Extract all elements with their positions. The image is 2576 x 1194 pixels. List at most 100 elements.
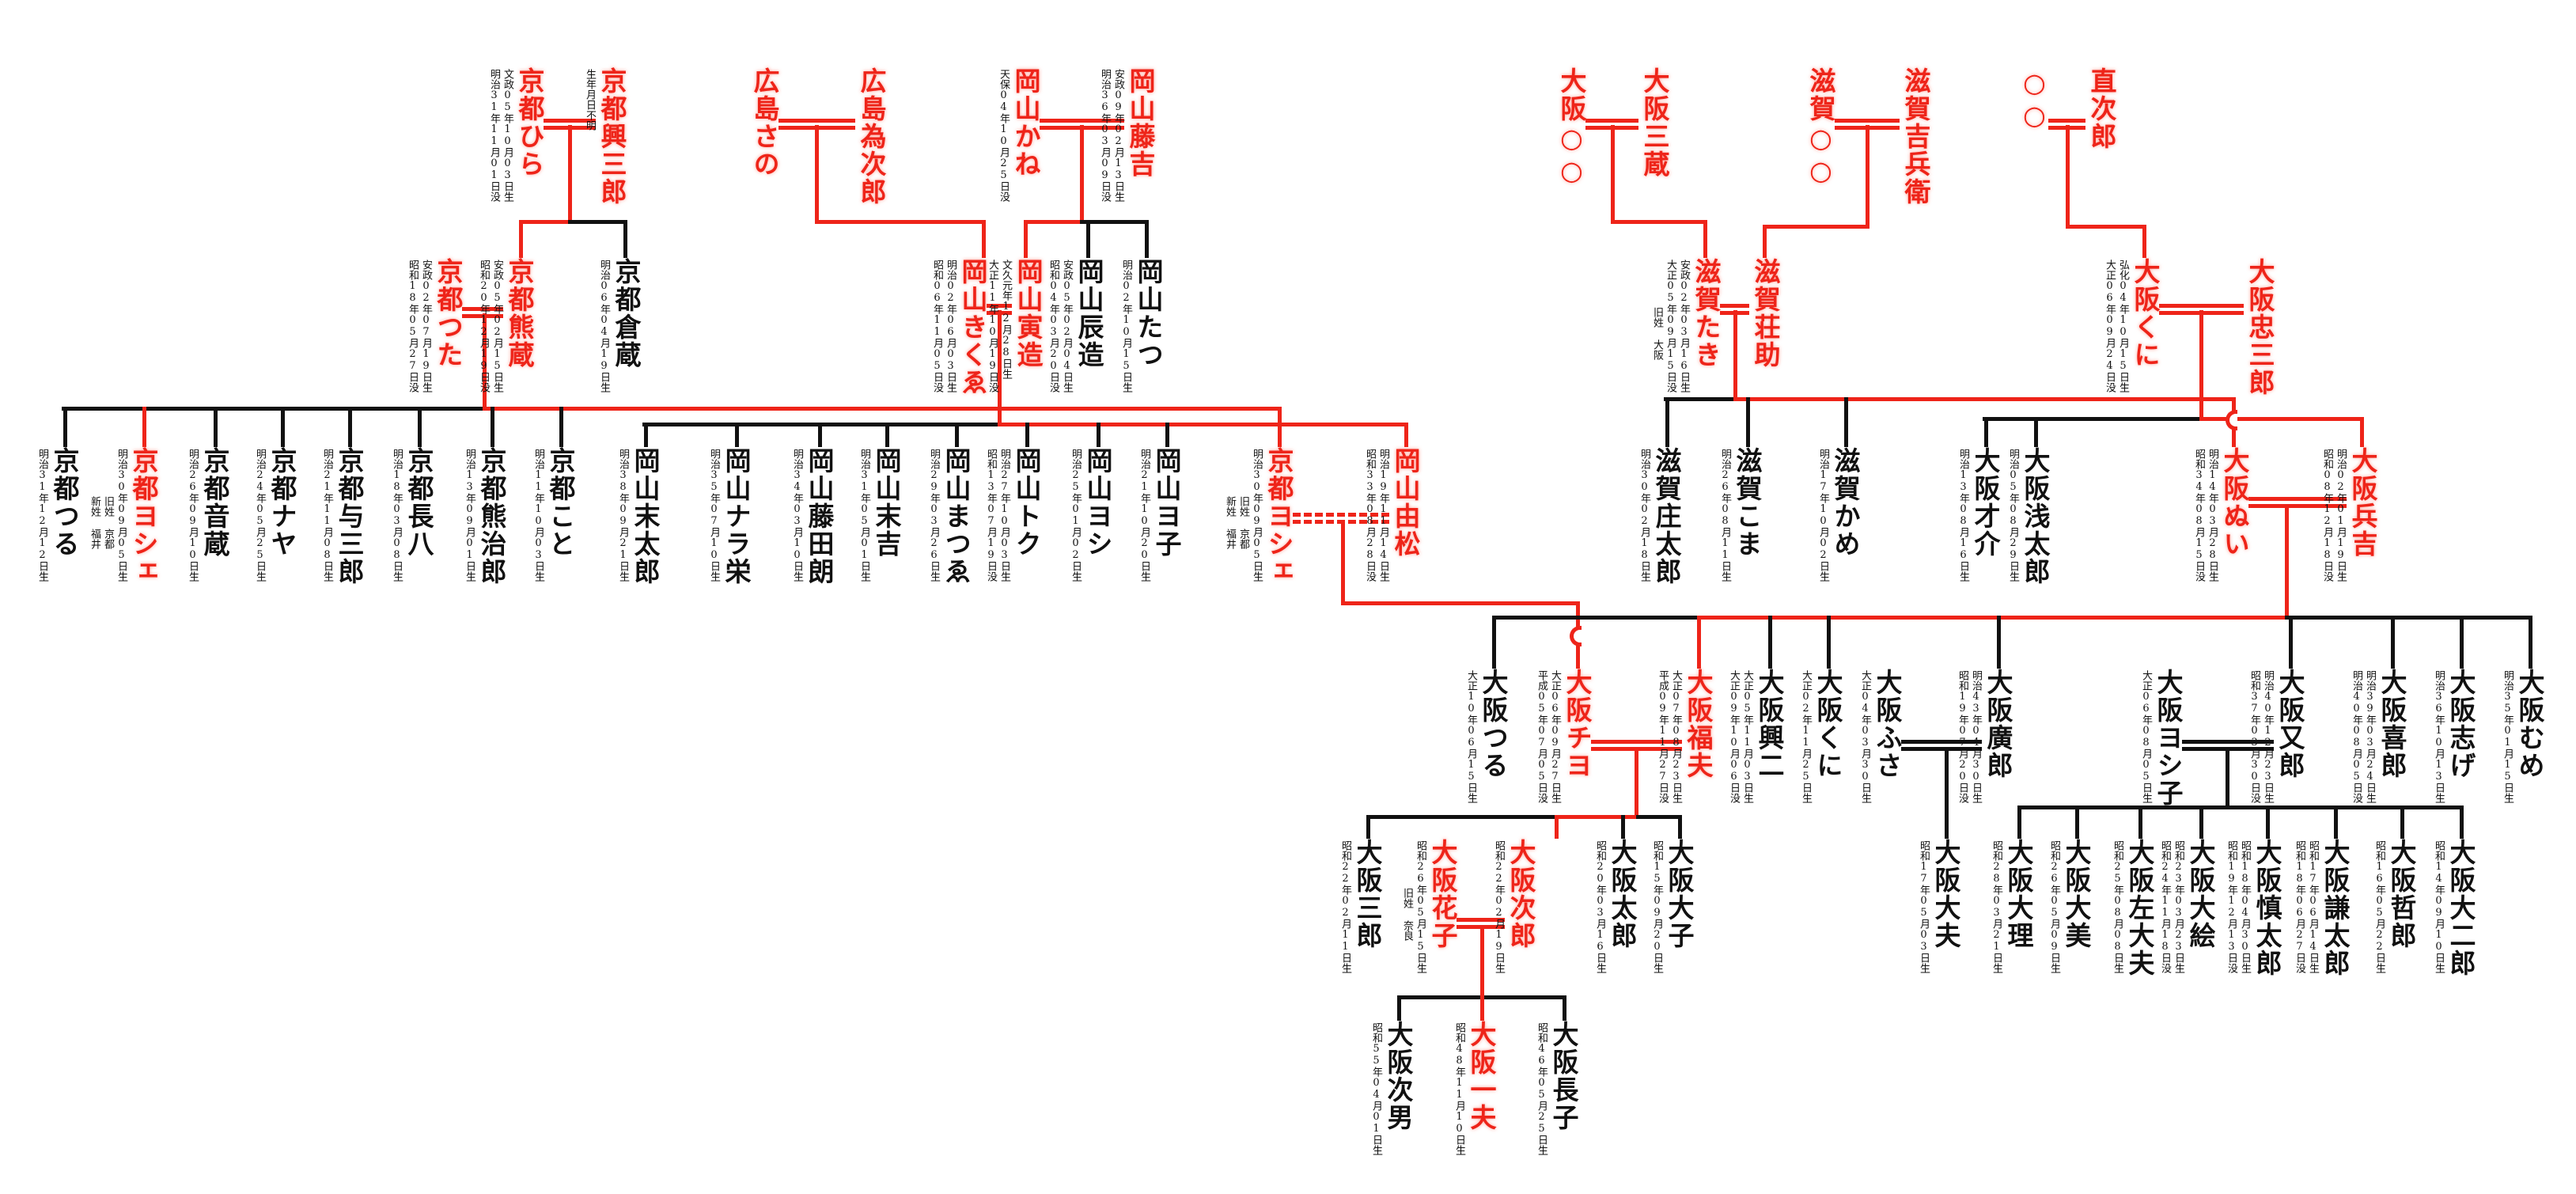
person-node[interactable]: 大阪浅太郎明治05年08月29日生 bbox=[2006, 447, 2051, 586]
person-node[interactable]: 大阪ヨシ子大正06年08月05日生 bbox=[2139, 669, 2184, 807]
person-node[interactable]: 大阪兵吉明治02年01月19日生昭和08年12月18日没 bbox=[2320, 447, 2378, 582]
person-annotation: 明治29年03月26日生 bbox=[928, 449, 940, 582]
person-node[interactable]: 滋賀こま明治26年08月11日生 bbox=[1718, 447, 1763, 582]
person-node[interactable]: 京都倉蔵明治06年04月19日生 bbox=[597, 258, 642, 392]
person-node[interactable]: 大阪大絵昭和23年03月23日生昭和24年11月18日没 bbox=[2158, 839, 2216, 973]
person-node[interactable]: 広島さの bbox=[749, 67, 780, 178]
person-node[interactable]: 岡山辰造安政05年02月04日生昭和04年03月20日没 bbox=[1047, 258, 1104, 392]
person-node[interactable]: 大阪チヨ大正06年09月27日生平成05年07月05日没 bbox=[1535, 669, 1593, 803]
person-node[interactable]: 京都音蔵明治26年09月10日生 bbox=[186, 447, 230, 582]
person-node[interactable]: 大阪太郎昭和20年03月16日生 bbox=[1593, 839, 1638, 973]
person-node[interactable]: 京都つる明治31年12月12日生 bbox=[36, 447, 80, 582]
person-node[interactable]: 大阪次郎昭和22年02月19日生 bbox=[1492, 839, 1536, 973]
tree-line-vertical bbox=[1404, 423, 1408, 447]
person-node[interactable]: 大阪慎太郎昭和18年04月30日生昭和19年12月13日没 bbox=[2225, 839, 2282, 977]
tree-line-horizontal bbox=[2066, 225, 2146, 229]
person-node[interactable]: 大阪又郎明治40年12月23日生昭和37年03月30日没 bbox=[2248, 669, 2305, 803]
person-node[interactable]: 大阪志げ明治36年10月13日生 bbox=[2432, 669, 2476, 803]
person-annotation: 大正06年09月24日没 bbox=[2104, 260, 2116, 392]
person-node[interactable]: 大阪大美昭和26年05月09日生 bbox=[2048, 839, 2092, 973]
person-annotation: 昭和19年07月20日没 bbox=[1957, 670, 1968, 803]
person-node[interactable]: 大阪左大夫昭和25年08月08日生 bbox=[2111, 839, 2155, 977]
person-node[interactable]: 広島為次郎 bbox=[856, 67, 887, 206]
person-node[interactable]: 岡山かね天保04年10月25日没 bbox=[997, 67, 1041, 202]
person-node[interactable]: 大阪むめ明治35年01月15日生 bbox=[2501, 669, 2545, 803]
tree-line-vertical bbox=[1563, 995, 1566, 1021]
person-node[interactable]: 岡山トク明治27年10月03日生昭和13年07月19日没 bbox=[984, 447, 1042, 582]
person-node[interactable]: 大阪一夫昭和48年11月10日生 bbox=[1453, 1021, 1497, 1155]
person-node[interactable]: 大阪くに大正02年11月25日生 bbox=[1799, 669, 1843, 803]
person-node[interactable]: 大阪長子昭和46年05月25日生 bbox=[1535, 1021, 1579, 1155]
person-annotation: 明治43年04月30日生 bbox=[1970, 670, 1982, 803]
person-node[interactable]: 大阪三郎昭和22年02月11日生 bbox=[1339, 839, 1383, 973]
person-node[interactable]: 大阪興二大正05年11月03日生大正09年10月06日没 bbox=[1727, 669, 1785, 803]
person-node[interactable]: 大阪○○ bbox=[1556, 67, 1587, 188]
person-annotation: 明治31年12月12日生 bbox=[36, 449, 48, 582]
tree-line-vertical bbox=[418, 407, 422, 447]
person-node[interactable]: 大阪次男昭和55年04月01日生 bbox=[1369, 1021, 1414, 1155]
person-node[interactable]: 岡山まつゑ明治29年03月26日生 bbox=[927, 447, 972, 586]
person-node[interactable]: 大阪大二郎昭和14年09月10日生 bbox=[2432, 839, 2476, 977]
person-node[interactable]: 京都長八明治18年03月08日生 bbox=[390, 447, 434, 582]
person-node[interactable]: 岡山末太郎明治38年09月21日生 bbox=[616, 447, 661, 586]
person-node[interactable]: 京都つた安政02年07月19日生昭和18年05月27日没 bbox=[406, 258, 464, 392]
person-node[interactable]: 大阪ふさ大正04年03月30日生 bbox=[1858, 669, 1903, 803]
tree-line-vertical bbox=[2400, 805, 2404, 839]
tree-line-vertical bbox=[2066, 125, 2070, 228]
person-node[interactable]: 岡山ヨ子明治21年10月20日生 bbox=[1138, 447, 1182, 582]
person-node[interactable]: 大阪三蔵 bbox=[1639, 67, 1670, 178]
person-node[interactable]: 岡山きくゑ明治02年06月03日生昭和06年11月05日没 bbox=[930, 258, 988, 396]
person-node[interactable]: 岡山たつ明治02年10月15日生 bbox=[1119, 258, 1164, 392]
person-node[interactable]: 大阪花子昭和26年05月15日生旧姓 奈良 bbox=[1400, 839, 1458, 973]
person-node[interactable]: 大阪くに弘化04年10月15日生大正06年09月24日没 bbox=[2103, 258, 2161, 392]
person-node[interactable]: 京都興三郎生年月日不明 bbox=[583, 67, 627, 206]
tree-line-vertical bbox=[1733, 310, 1737, 399]
tree-line-horizontal bbox=[1555, 815, 1636, 819]
person-node[interactable]: 滋賀かめ明治17年10月02日生 bbox=[1816, 447, 1861, 582]
tree-line-vertical bbox=[735, 423, 739, 447]
person-node[interactable]: 滋賀吉兵衛 bbox=[1900, 67, 1931, 206]
person-node[interactable]: 京都ヨシェ明治30年09月05日生旧姓 京都新姓 福井 bbox=[88, 447, 159, 586]
person-node[interactable]: 京都ナヤ明治24年05月25日生 bbox=[253, 447, 297, 582]
person-node[interactable]: 岡山藤田朗明治34年03月10日生 bbox=[790, 447, 835, 586]
tree-line-vertical bbox=[1827, 616, 1831, 669]
person-node[interactable]: 京都熊蔵安政05年02月15日生昭和20年12月19日没 bbox=[477, 258, 535, 392]
person-annotation: 大正10年06月15日生 bbox=[1465, 670, 1477, 803]
person-node[interactable]: 岡山ヨシ明治25年01月02日生 bbox=[1069, 447, 1113, 582]
person-node[interactable]: 京都熊治郎明治13年09月01日生 bbox=[463, 447, 507, 586]
person-node[interactable]: 大阪大子昭和15年09月20日生 bbox=[1650, 839, 1695, 973]
person-node[interactable]: 滋賀荘助 bbox=[1750, 258, 1781, 369]
person-node[interactable]: 大阪大理昭和28年03月21日生 bbox=[1990, 839, 2034, 973]
tree-line-vertical bbox=[1678, 815, 1682, 839]
tree-line-vertical bbox=[1086, 220, 1090, 258]
person-node[interactable]: 大阪大夫昭和17年05月03日生 bbox=[1917, 839, 1961, 973]
person-node[interactable]: 京都与三郎明治21年11月08日生 bbox=[320, 447, 365, 586]
person-node[interactable]: 岡山藤吉安政09年02月13日生明治36年03月09日没 bbox=[1098, 67, 1156, 202]
person-node[interactable]: 大阪謙太郎昭和17年06月14日生昭和18年06月27日没 bbox=[2293, 839, 2351, 977]
person-node[interactable]: 大阪廣郎明治43年04月30日生昭和19年07月20日没 bbox=[1956, 669, 2013, 803]
person-node[interactable]: 岡山ナラ栄明治35年07月10日生 bbox=[707, 447, 752, 586]
person-annotation: 大正05年09月15日没 bbox=[1665, 260, 1676, 392]
person-node[interactable]: 滋賀庄太郎明治30年02月18日生 bbox=[1638, 447, 1682, 586]
person-node[interactable]: 岡山由松明治19年11月14日生昭和33年08月28日没 bbox=[1363, 447, 1421, 582]
tree-line-vertical bbox=[483, 313, 487, 408]
person-annotation: 昭和17年06月14日生 bbox=[2307, 840, 2319, 973]
person-node[interactable]: 滋賀たき安政02年03月16日生大正05年09月15日没旧姓 大阪 bbox=[1650, 258, 1722, 392]
person-node[interactable]: 岡山末吉明治31年05月01日生 bbox=[858, 447, 902, 582]
person-node[interactable]: 京都こと明治11年10月03日生 bbox=[532, 447, 576, 582]
person-node[interactable]: 直次郎 bbox=[2086, 67, 2117, 150]
person-node[interactable]: 大阪福夫大正07年08月23日生平成09年11月27日没 bbox=[1656, 669, 1714, 803]
person-node[interactable]: 大阪喜郎明治39年03月24日生明治40年08月05日没 bbox=[2350, 669, 2407, 803]
person-node[interactable]: 京都ひら文政05年10月03日生明治31年11月01日没 bbox=[487, 67, 545, 202]
person-node[interactable]: 大阪ぬい明治14年03月28日生昭和34年08月15日没 bbox=[2192, 447, 2250, 582]
person-node[interactable]: 大阪つる大正10年06月15日生 bbox=[1464, 669, 1509, 803]
person-node[interactable]: 岡山寅造文久元年12月28日生大正11年10月19日没 bbox=[986, 258, 1044, 392]
person-node[interactable]: ○○ bbox=[2019, 67, 2050, 132]
tree-line-vertical bbox=[955, 423, 959, 447]
person-node[interactable]: 大阪忠三郎 bbox=[2245, 258, 2275, 396]
person-node[interactable]: 大阪哲郎昭和16年05月22日生 bbox=[2373, 839, 2417, 973]
person-node[interactable]: 大阪才介明治13年08月16日生 bbox=[1957, 447, 2001, 582]
person-node[interactable]: 京都ヨシェ明治30年09月05日生旧姓 京都新姓 福井 bbox=[1223, 447, 1294, 586]
person-node[interactable]: 滋賀○○ bbox=[1805, 67, 1836, 188]
person-name: 京都長八 bbox=[403, 447, 434, 558]
